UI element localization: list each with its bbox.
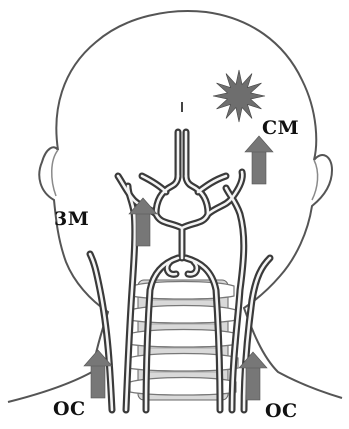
oc-right-label: OC bbox=[265, 400, 298, 422]
left-ear bbox=[52, 150, 58, 196]
up-arrow-icon bbox=[245, 136, 273, 184]
oc-left-label: OC bbox=[53, 398, 86, 420]
cm-label: CM bbox=[262, 117, 299, 139]
starburst-icon bbox=[213, 70, 265, 122]
right-ear bbox=[312, 160, 318, 200]
zm-label: 3M bbox=[54, 208, 89, 230]
